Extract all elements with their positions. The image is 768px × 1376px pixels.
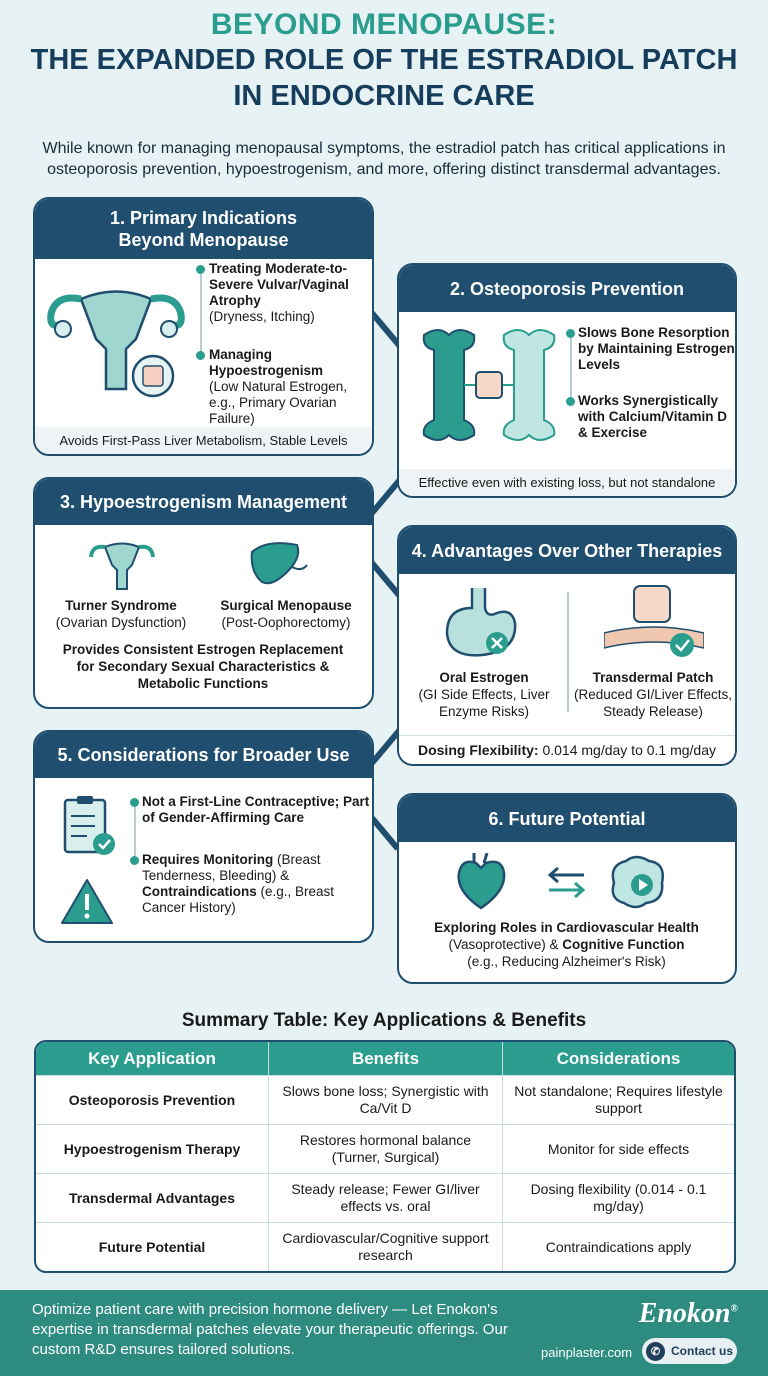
footer-text: Optimize patient care with precision hor… (32, 1301, 508, 1358)
table-cell: Not standalone; Requires lifestyle suppo… (503, 1075, 734, 1124)
bullet-line (134, 806, 136, 856)
brain-icon (611, 855, 664, 909)
subtitle: While known for managing menopausal symp… (42, 140, 726, 178)
table-cell: Dosing flexibility (0.014 - 0.1 mg/day) (503, 1173, 734, 1222)
clipboard-checklist-icon (63, 796, 115, 855)
uterus-icon (47, 290, 185, 398)
bullet-synergy: Works Synergistically with Calcium/Vitam… (578, 393, 728, 440)
bullet-dot (566, 397, 575, 406)
column-header: Benefits (269, 1042, 503, 1075)
card-title: 6. Future Potential (399, 795, 735, 842)
card-title: 4. Advantages Over Other Therapies (399, 527, 735, 574)
dosing-flexibility: Dosing Flexibility: 0.014 mg/day to 0.1 … (399, 735, 735, 764)
bone-icon (422, 329, 556, 441)
card-title: 2. Osteoporosis Prevention (399, 265, 735, 312)
card-hypoestrogenism: 3. Hypoestrogenism Management Turner Syn… (33, 477, 374, 709)
bullet-hypoestrogenism: Managing Hypoestrogenism(Low Natural Est… (209, 347, 348, 426)
card-footer: Avoids First-Pass Liver Metabolism, Stab… (35, 427, 372, 454)
table-cell: Restores hormonal balance (Turner, Surgi… (269, 1124, 503, 1173)
table-header-row: Key Application Benefits Considerations (36, 1042, 734, 1075)
bullet-contraceptive: Not a First-Line Contraceptive; Part of … (142, 794, 370, 825)
item-surgical-menopause: Surgical Menopause(Post-Oophorectomy) (220, 598, 352, 630)
item-turner: Turner Syndrome(Ovarian Dysfunction) (55, 598, 187, 630)
table-cell: Steady release; Fewer GI/liver effects v… (269, 1173, 503, 1222)
brand-logo: Enokon® (638, 1298, 738, 1329)
table-cell: Future Potential (36, 1222, 269, 1271)
card-title: 5. Considerations for Broader Use (35, 732, 372, 778)
exchange-arrows-icon (547, 866, 586, 899)
footer-banner: Optimize patient care with precision hor… (0, 1290, 768, 1376)
website-link[interactable]: painplaster.com (541, 1345, 633, 1360)
title-line1: BEYOND MENOPAUSE: (210, 8, 558, 41)
liver-icon (250, 542, 308, 585)
column-header: Considerations (503, 1042, 734, 1075)
heart-icon (457, 853, 506, 910)
uterus-icon (89, 542, 155, 590)
bullet-line (570, 337, 572, 405)
phone-icon: ✆ (646, 1341, 665, 1361)
warning-icon (61, 879, 113, 924)
item-oral-estrogen: Oral Estrogen(GI Side Effects, Liver Enz… (418, 670, 550, 719)
bullet-dot (566, 329, 575, 338)
table-cell: Transdermal Advantages (36, 1173, 269, 1222)
card-primary-indications: 1. Primary Indications Beyond Menopause … (33, 197, 374, 456)
table-cell: Contraindications apply (503, 1222, 734, 1271)
card-advantages: 4. Advantages Over Other Therapies Oral … (397, 525, 737, 766)
table-cell: Monitor for side effects (503, 1124, 734, 1173)
stomach-icon (445, 588, 517, 657)
contact-us-label: Contact us (671, 1344, 734, 1358)
contact-us-button[interactable]: ✆ Contact us (642, 1338, 737, 1364)
card-summary: Provides Consistent Estrogen Replacement… (62, 642, 344, 691)
table-cell: Osteoporosis Prevention (36, 1075, 269, 1124)
bullet-dot (130, 856, 139, 865)
bullet-dot (130, 798, 139, 807)
future-description: Exploring Roles in Cardiovascular Health… (434, 920, 699, 969)
bullet-dot (196, 351, 205, 360)
bullet-monitoring: Requires Monitoring (Breast Tenderness, … (142, 852, 335, 915)
divider (567, 592, 569, 712)
card-footer: Effective even with existing loss, but n… (399, 469, 735, 496)
summary-table: Key Application Benefits Considerations … (34, 1040, 736, 1273)
card-considerations: 5. Considerations for Broader Use Not a … (33, 730, 374, 943)
patch-on-skin-icon (604, 585, 704, 657)
card-title: 3. Hypoestrogenism Management (35, 479, 372, 525)
connector (369, 816, 401, 851)
title-line2: THE EXPANDED ROLE OF THE ESTRADIOL PATCH… (30, 44, 738, 112)
bullet-bone-resorption: Slows Bone Resorption by Maintaining Est… (578, 325, 735, 372)
bullet-dot (196, 265, 205, 274)
card-title: 1. Primary Indications Beyond Menopause (35, 199, 372, 259)
bullet-atrophy: Treating Moderate-to-Severe Vulvar/Vagin… (209, 261, 349, 324)
column-header: Key Application (36, 1042, 269, 1075)
table-cell: Hypoestrogenism Therapy (36, 1124, 269, 1173)
item-transdermal-patch: Transdermal Patch(Reduced GI/Liver Effec… (573, 670, 733, 719)
table-cell: Slows bone loss; Synergistic with Ca/Vit… (269, 1075, 503, 1124)
table-cell: Cardiovascular/Cognitive support researc… (269, 1222, 503, 1271)
card-osteoporosis: 2. Osteoporosis Prevention Slows Bone Re… (397, 263, 737, 498)
card-future-potential: 6. Future Potential Exploring Roles in C… (397, 793, 737, 984)
summary-table-title: Summary Table: Key Applications & Benefi… (181, 1010, 587, 1031)
bullet-line (200, 271, 202, 355)
